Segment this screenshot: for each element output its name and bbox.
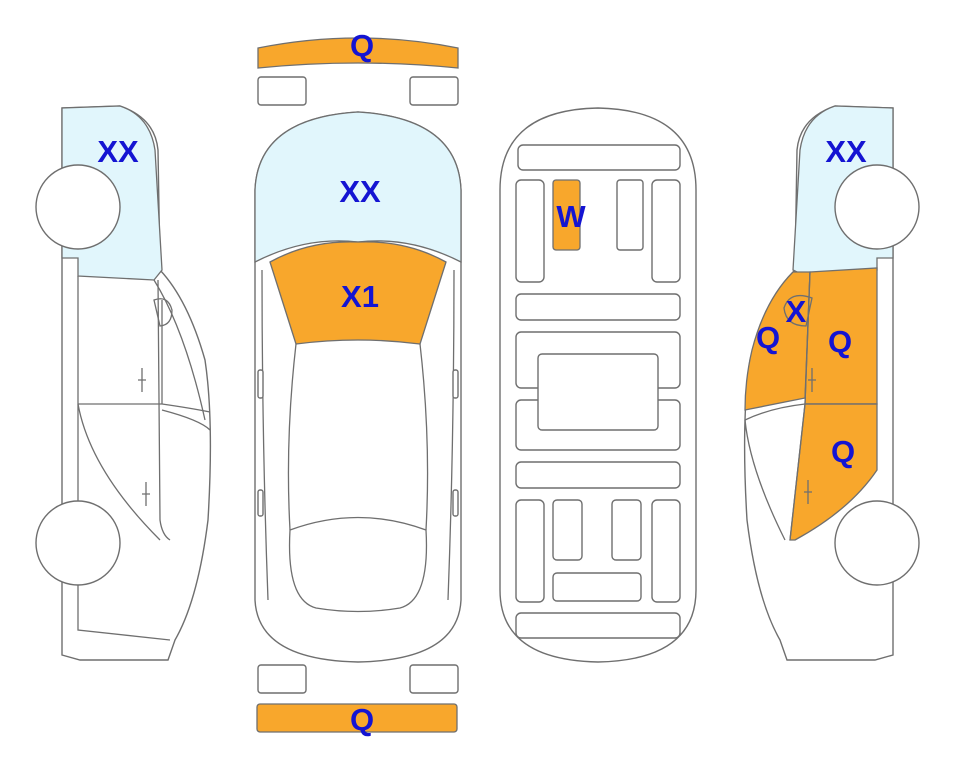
top-roof-right	[419, 343, 429, 531]
front-headlight-right	[409, 76, 459, 106]
top-hood-label: X1	[341, 279, 379, 314]
left-door-line	[77, 276, 171, 641]
left-side-view: XX	[35, 105, 212, 661]
top-windshield-label: XX	[339, 174, 381, 209]
top-left-side	[261, 269, 269, 601]
underbody-panel-5	[515, 293, 681, 321]
right-rear-handle	[804, 480, 812, 504]
left-windshield-label: XX	[97, 134, 139, 169]
top-view: XX X1	[254, 111, 462, 663]
underbody-center-box	[537, 353, 659, 431]
right-fender-q-label: Q	[756, 320, 780, 355]
rear-bumper-group	[256, 664, 459, 733]
underbody-panel-10	[552, 499, 583, 561]
underbody-label: W	[556, 199, 586, 234]
right-rear-door-label: Q	[831, 434, 855, 469]
left-rear-wheel[interactable]	[35, 500, 121, 586]
underbody-view: W	[499, 107, 697, 663]
top-right-mirror	[452, 369, 459, 399]
underbody-panel-9	[515, 499, 545, 603]
top-windshield[interactable]	[254, 111, 462, 264]
top-rear-glass	[288, 516, 428, 613]
right-fender[interactable]	[744, 271, 811, 411]
left-belt-line	[78, 403, 211, 413]
rear-bumper[interactable]	[256, 703, 458, 733]
top-right-handle	[452, 489, 459, 517]
front-bumper[interactable]	[257, 37, 459, 69]
underbody-panel-12	[651, 499, 681, 603]
right-rear-door[interactable]	[789, 403, 878, 541]
front-headlight-left	[257, 76, 307, 106]
left-door-seam	[157, 279, 171, 541]
front-bumper-label: Q	[350, 28, 374, 63]
right-front-wheel[interactable]	[834, 164, 920, 250]
left-lower-window	[77, 403, 161, 541]
top-hood[interactable]	[269, 241, 447, 345]
front-bumper-group	[257, 37, 459, 106]
top-left-mirror	[257, 369, 264, 399]
rear-bumper-label: Q	[350, 702, 374, 737]
right-front-door-label: Q	[828, 324, 852, 359]
right-front-handle	[808, 368, 816, 392]
underbody-panel-3	[616, 179, 644, 251]
rear-taillight-right	[409, 664, 459, 694]
right-windshield-label: XX	[825, 134, 867, 169]
underbody-panel-2	[515, 179, 545, 283]
left-front-handle	[138, 368, 146, 392]
left-a-pillar	[153, 279, 206, 421]
top-right-side	[447, 269, 455, 601]
right-door-seam	[789, 271, 811, 541]
left-front-wheel[interactable]	[35, 164, 121, 250]
underbody-panel-4	[651, 179, 681, 283]
underbody-panel-14	[515, 612, 681, 639]
left-rear-line	[161, 409, 211, 431]
top-roof-left	[287, 343, 297, 531]
underbody-panel-8	[515, 461, 681, 489]
rear-taillight-left	[257, 664, 307, 694]
underbody-panel-11	[611, 499, 642, 561]
right-mirror	[783, 294, 813, 327]
underbody-panel-13	[552, 572, 642, 602]
left-mirror	[153, 298, 173, 327]
right-rear-wheel[interactable]	[834, 500, 920, 586]
underbody-panel-1	[517, 144, 681, 171]
top-left-handle	[257, 489, 264, 517]
right-lower-line	[744, 419, 786, 541]
right-fender-x-label: X	[786, 294, 807, 329]
underbody-damage[interactable]	[552, 179, 581, 251]
left-rear-handle	[142, 482, 150, 506]
right-side-view: XX X Q Q Q	[743, 105, 920, 661]
